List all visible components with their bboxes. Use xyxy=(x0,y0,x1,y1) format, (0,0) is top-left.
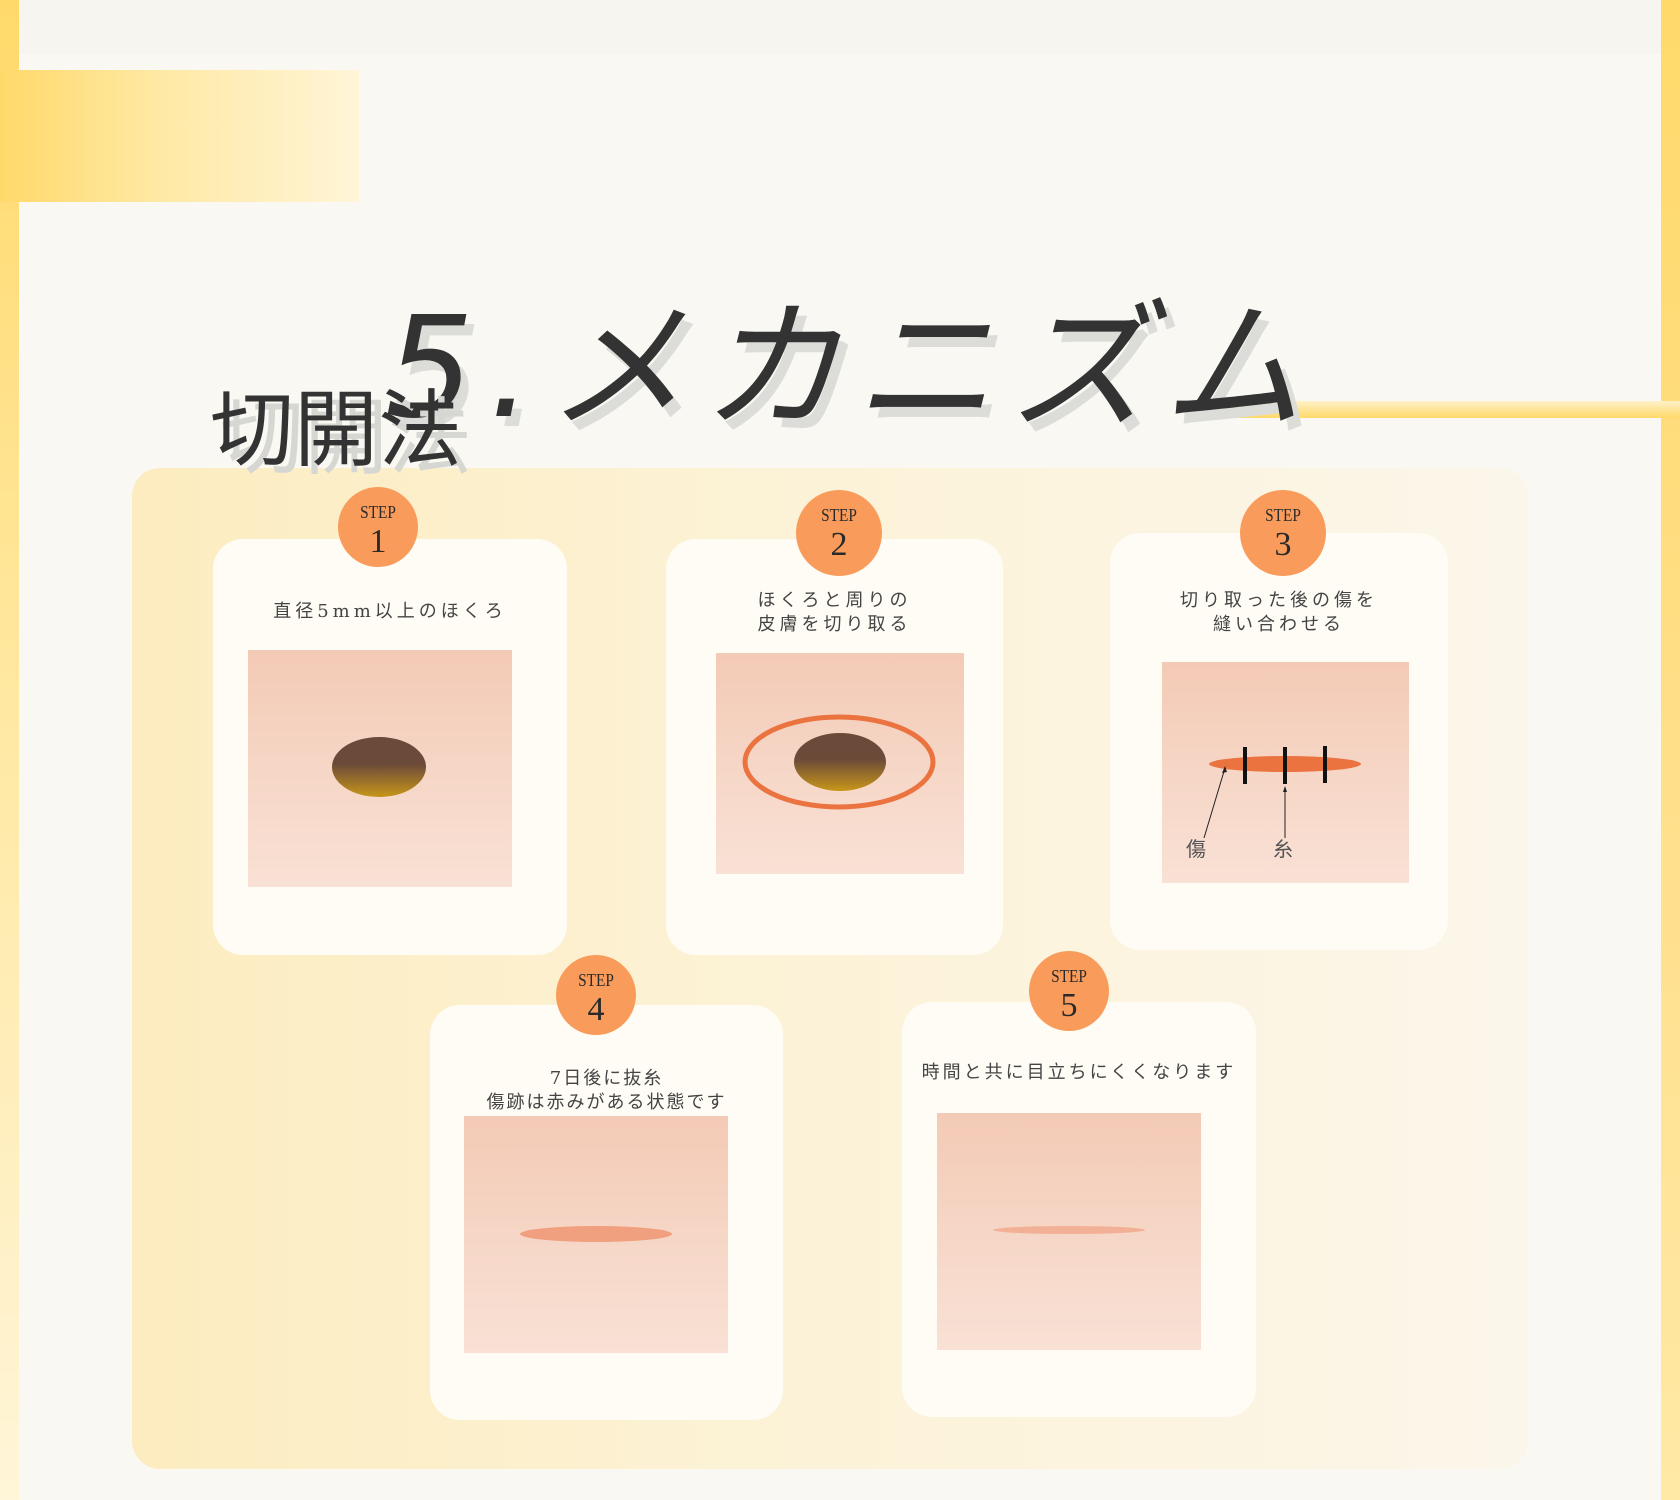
step-1-number: 1 xyxy=(369,523,387,560)
step-card-1: 直径5mm以上のほくろ xyxy=(213,539,567,955)
section-title: 切開法 xyxy=(210,381,463,479)
right-accent-bar xyxy=(1661,0,1680,1500)
step-5-description: 時間と共に目立ちにくくなります xyxy=(921,1062,1237,1083)
step-card-4: 7日後に抜糸 傷跡は赤みがある状態です xyxy=(430,1005,783,1420)
step-1-skin-illustration xyxy=(248,650,512,887)
step-5-skin-illustration xyxy=(937,1113,1201,1350)
step-4-skin-illustration xyxy=(464,1116,728,1353)
step-2-number: 2 xyxy=(830,526,848,563)
step-5-label: STEP xyxy=(1051,966,1087,986)
step-3-number: 3 xyxy=(1274,526,1292,563)
title-underline-accent xyxy=(1204,401,1680,418)
top-band xyxy=(0,0,1680,54)
step-card-5: 時間と共に目立ちにくくなります xyxy=(902,1002,1256,1417)
step-4-badge: STEP 4 xyxy=(556,955,636,1035)
left-accent-bar xyxy=(0,0,19,1500)
step-4-description: 7日後に抜糸 傷跡は赤みがある状態です xyxy=(486,1068,727,1113)
mole-icon xyxy=(332,737,426,797)
step-5-number: 5 xyxy=(1060,987,1078,1024)
thread-label: 糸 xyxy=(1273,837,1293,861)
step-3-badge: STEP 3 xyxy=(1240,490,1326,576)
step-3-label: STEP xyxy=(1265,505,1301,525)
step-1-label: STEP xyxy=(360,502,396,522)
step-card-2: ほくろと周りの 皮膚を切り取る xyxy=(666,539,1003,955)
step-3-skin-illustration: 傷 糸 xyxy=(1162,662,1409,883)
step-2-badge: STEP 2 xyxy=(796,490,882,576)
step-4-number: 4 xyxy=(587,991,605,1028)
step-card-3: 切り取った後の傷を 縫い合わせる 傷 糸 xyxy=(1110,533,1448,950)
step-2-skin-illustration xyxy=(716,653,964,874)
step-3-description: 切り取った後の傷を 縫い合わせる xyxy=(1180,590,1378,635)
step-2-label: STEP xyxy=(821,505,857,525)
step-4-label: STEP xyxy=(578,970,614,990)
incision-ring-icon xyxy=(742,714,936,810)
step-5-badge: STEP 5 xyxy=(1029,951,1109,1031)
step-2-description: ほくろと周りの 皮膚を切り取る xyxy=(757,590,912,635)
faded-scar-icon xyxy=(993,1226,1145,1234)
step-1-description: 直径5mm以上のほくろ xyxy=(273,601,507,622)
red-scar-icon xyxy=(520,1226,672,1242)
header-accent-block xyxy=(0,70,359,202)
step-1-badge: STEP 1 xyxy=(338,487,418,567)
sutured-wound-icon: 傷 糸 xyxy=(1186,746,1361,861)
page-title: 5.メカニズム xyxy=(385,286,1317,450)
wound-label: 傷 xyxy=(1186,837,1206,861)
